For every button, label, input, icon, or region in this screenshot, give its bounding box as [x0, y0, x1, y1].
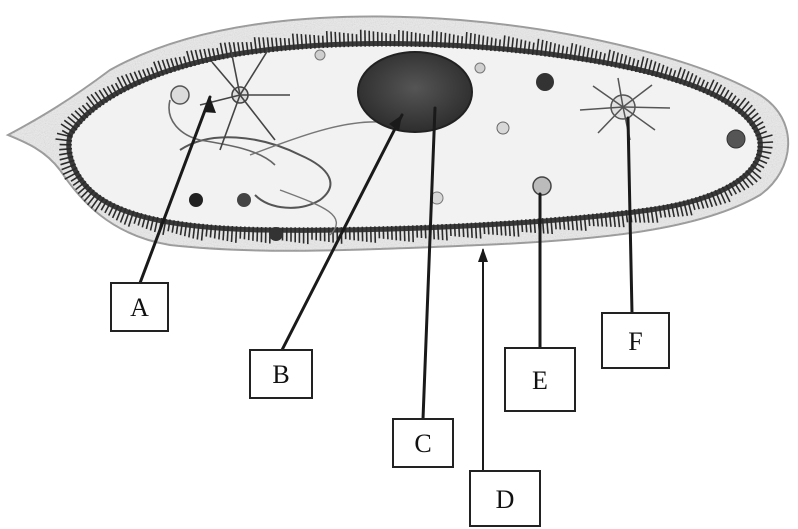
cilium: [323, 36, 324, 48]
label-box-a: A: [111, 283, 168, 331]
cilium: [534, 219, 535, 233]
cilium: [436, 31, 437, 47]
label-box-e: E: [505, 348, 575, 411]
cilium: [314, 35, 315, 49]
cilium: [301, 34, 302, 49]
cilium: [409, 226, 410, 242]
cilium: [318, 35, 319, 48]
cilium: [513, 220, 514, 236]
cilium: [335, 32, 336, 48]
cilium: [530, 219, 531, 233]
cilium: [499, 39, 500, 51]
cilium: [340, 32, 341, 47]
cilium: [413, 225, 414, 242]
cilium: [505, 221, 506, 236]
cilium: [244, 227, 245, 240]
label-box-d: D: [470, 471, 540, 526]
cilium: [495, 39, 496, 52]
cilium: [480, 222, 481, 238]
cilium: [463, 223, 464, 237]
cilium: [450, 224, 451, 236]
cilium: [331, 32, 332, 48]
cilium: [441, 32, 442, 48]
label-d: D: [496, 485, 515, 514]
cilium: [446, 224, 447, 241]
cilium: [215, 225, 216, 239]
cilium: [445, 33, 446, 48]
cilium: [757, 147, 772, 148]
arrowhead-d: [478, 248, 488, 262]
cilium: [467, 223, 468, 238]
label-a: A: [130, 293, 149, 322]
cilium: [240, 226, 241, 238]
cilium: [459, 223, 460, 236]
cilium: [491, 38, 492, 51]
cilium: [522, 220, 523, 232]
cilium: [757, 142, 773, 143]
cilium: [453, 35, 454, 49]
label-box-b: B: [250, 350, 312, 398]
cilium: [488, 222, 489, 235]
cilium: [555, 217, 556, 229]
cilium: [227, 226, 228, 241]
label-c: C: [414, 429, 431, 458]
cilium: [449, 34, 450, 48]
cilium: [219, 225, 220, 239]
label-b: B: [272, 360, 289, 389]
cilium: [484, 222, 485, 234]
cilium: [501, 221, 502, 235]
cilium: [289, 38, 290, 50]
label-e: E: [532, 366, 548, 395]
cilium: [232, 226, 233, 242]
cilium: [210, 225, 211, 238]
cilium: [462, 36, 463, 49]
cilium: [478, 35, 479, 50]
cilium: [425, 225, 426, 239]
label-box-f: F: [602, 313, 669, 368]
cilium: [59, 149, 72, 150]
cilium: [432, 31, 433, 48]
cilium: [497, 221, 498, 235]
label-f: F: [628, 327, 642, 356]
cilium: [471, 223, 472, 238]
label-box-c: C: [393, 419, 453, 467]
cilium: [482, 36, 483, 51]
cilium: [487, 37, 488, 51]
cilium: [466, 32, 467, 49]
cilium: [470, 33, 471, 49]
cilium: [526, 219, 527, 232]
cilium: [404, 226, 405, 242]
cilium: [236, 226, 237, 243]
cilium: [457, 35, 458, 48]
cilium: [306, 34, 307, 49]
macronucleus: [358, 52, 472, 132]
cilium: [223, 226, 224, 241]
cilium: [476, 223, 477, 239]
cilium: [310, 35, 311, 49]
cilium: [559, 217, 560, 230]
cilium: [434, 225, 435, 240]
cilium: [442, 224, 443, 240]
cilium: [474, 34, 475, 50]
cilium: [327, 31, 328, 48]
cilium: [285, 38, 286, 51]
cilium: [492, 222, 493, 235]
cilium: [509, 221, 510, 237]
cilium: [455, 224, 456, 237]
cilium: [438, 224, 439, 239]
